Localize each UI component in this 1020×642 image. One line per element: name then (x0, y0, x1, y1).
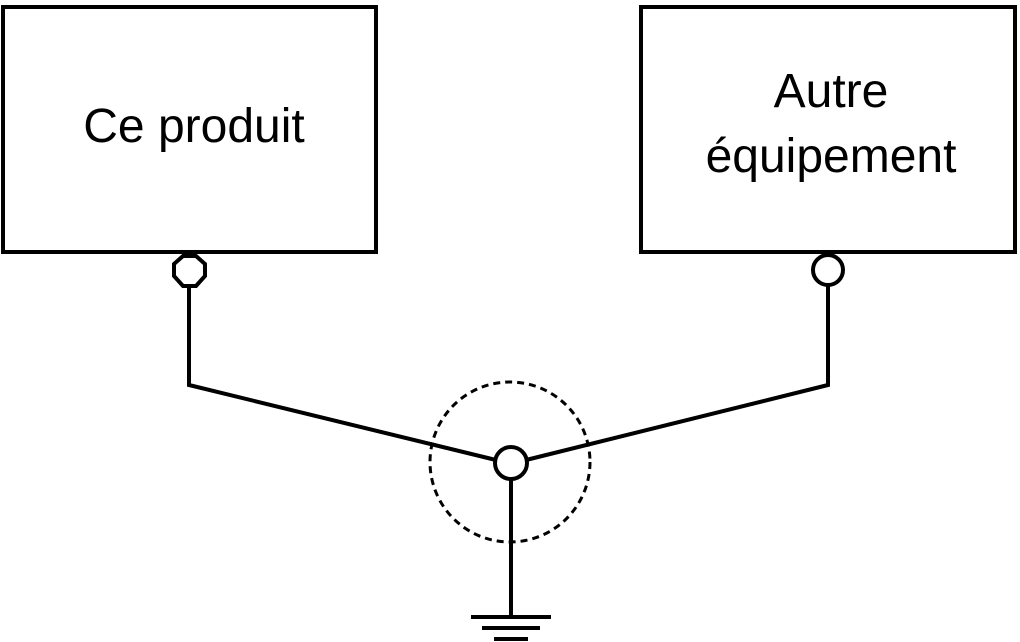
other-equipment-terminal-icon (811, 253, 845, 287)
product-ground-wire (187, 286, 497, 462)
product-box: Ce produit (1, 5, 378, 254)
product-terminal-icon (172, 254, 207, 288)
ground-wires (187, 286, 830, 617)
product-box-label: Ce produit (83, 100, 304, 153)
other-equipment-label-line2: équipement (706, 130, 957, 183)
common-ground-dashed-circle (428, 380, 592, 544)
other-equipment-box: Autre équipement (639, 5, 1017, 254)
other-equipment-box-frame (639, 5, 1017, 254)
product-box-frame (1, 5, 378, 254)
common-ground-terminal-icon (493, 445, 529, 481)
other-equipment-ground-wire (525, 286, 830, 462)
ground-symbol-icon (471, 615, 551, 641)
other-equipment-label-line1: Autre (774, 65, 889, 118)
